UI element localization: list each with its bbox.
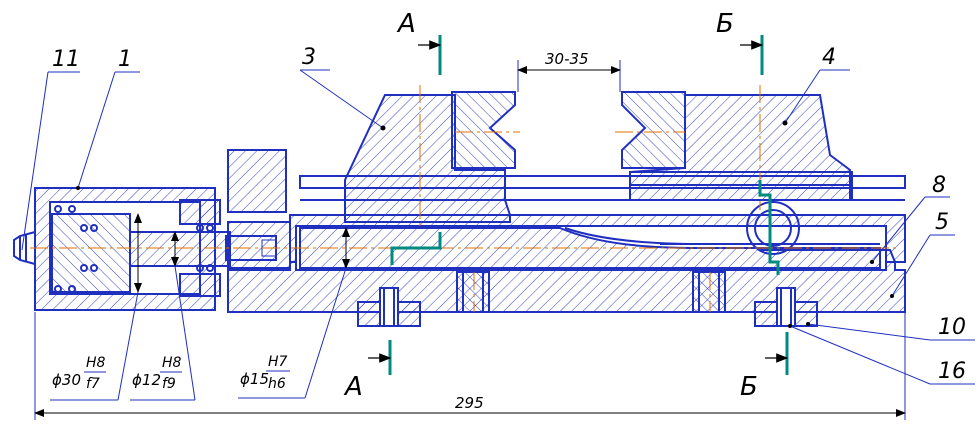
part-number-4: 4 (822, 45, 836, 70)
overall-length-dimension: 295 (34, 312, 906, 420)
fit1-diameter: ϕ30 (52, 371, 81, 389)
part-number-10: 10 (938, 315, 966, 340)
section-cut-b (740, 35, 789, 375)
part-number-8: 8 (932, 173, 946, 198)
fit-callout-2: ϕ12 H8 f9 (130, 231, 196, 401)
fit2-lower: f9 (162, 376, 176, 392)
part-number-16: 16 (938, 359, 966, 384)
part-number-5: 5 (935, 210, 949, 235)
fixed-jaw (621, 91, 853, 201)
cylinder-housing (34, 187, 231, 311)
overall-length-label: 295 (455, 394, 484, 412)
fit3-upper: H7 (268, 354, 288, 370)
part-number-1: 1 (118, 47, 132, 72)
fitting (13, 231, 36, 265)
fit-callout-1: ϕ30 H8 f7 (50, 213, 142, 401)
jaw-gap-dimension: 30-35 (517, 50, 621, 92)
piston-rod (225, 149, 291, 269)
movable-jaw (344, 91, 516, 223)
fit3-lower: h6 (268, 376, 286, 392)
section-cut-a (368, 35, 442, 375)
fit1-lower: f7 (86, 376, 100, 392)
section-label-a-top: А (396, 9, 416, 39)
part-leaders: 11 1 3 4 8 5 10 16 (21, 45, 975, 385)
fit1-upper: H8 (86, 355, 106, 371)
fit-callout-3: ϕ15 H7 h6 (238, 227, 350, 399)
fit2-upper: H8 (162, 355, 182, 371)
bolt-left (357, 287, 421, 327)
jaw-gap-label: 30-35 (545, 50, 589, 68)
part-number-11: 11 (52, 47, 80, 72)
o-rings (54, 205, 214, 293)
section-label-b-bottom: Б (740, 372, 758, 402)
part-number-3: 3 (302, 45, 316, 70)
section-label-b-top: Б (716, 9, 734, 39)
fit3-diameter: ϕ15 (240, 370, 269, 388)
fit2-diameter: ϕ12 (132, 371, 161, 389)
roller (746, 201, 896, 263)
bolt-right (754, 287, 818, 327)
section-label-a-bottom: А (343, 372, 363, 402)
